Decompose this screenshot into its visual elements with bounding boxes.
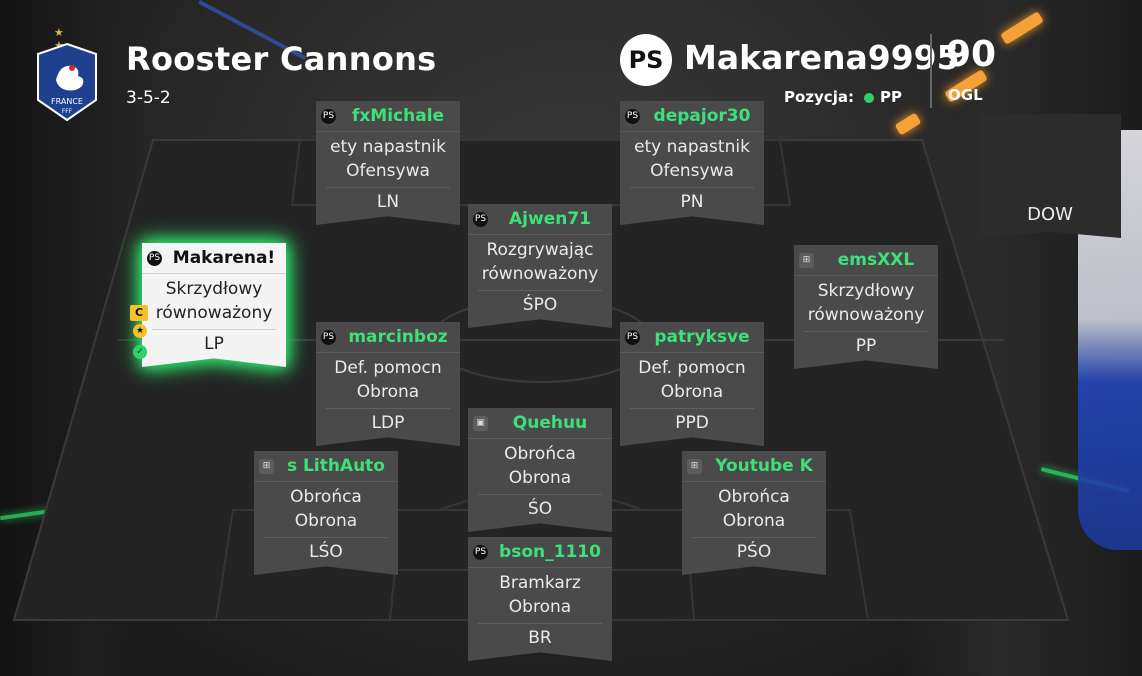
card-role: Rozgrywając xyxy=(486,240,594,260)
card-role: Obrońca xyxy=(504,444,576,464)
playstation-icon: PS xyxy=(625,330,640,345)
card-position: PN xyxy=(680,192,704,212)
player-card-so[interactable]: ▣ Quehuu Obrońca Obrona ŚO xyxy=(468,408,612,532)
team-name: Rooster Cannons xyxy=(126,40,437,78)
card-role: Bramkarz xyxy=(499,573,581,593)
card-style: Obrona xyxy=(508,597,572,617)
team-formation[interactable]: 3-5-2 xyxy=(126,88,171,108)
card-style: równoważony xyxy=(807,305,925,325)
pc-icon: ▣ xyxy=(473,416,488,431)
selected-card-glow: PS Makarena! Skrzydłowy równoważony LP xyxy=(142,243,286,367)
playstation-icon: PS xyxy=(147,251,162,266)
card-name: Youtube K xyxy=(715,456,813,476)
card-position: PŚO xyxy=(736,542,772,562)
france-crest-icon: FRANCE FFF xyxy=(37,42,97,122)
position-label: Pozycja: xyxy=(784,88,854,106)
card-role: Def. pomocn xyxy=(334,358,442,378)
player-card-lp[interactable]: PS Makarena! Skrzydłowy równoważony LP xyxy=(142,243,286,367)
player-header: PS Makarena9995 Pozycja: PP 90 OGL xyxy=(620,30,1020,110)
card-position: LDP xyxy=(371,413,405,433)
card-role: ety napastnik xyxy=(330,137,446,157)
card-style: Ofensywa xyxy=(346,161,430,181)
playstation-icon: PS xyxy=(620,34,672,86)
card-name: patryksve xyxy=(654,327,750,347)
card-style: Obrona xyxy=(660,382,724,402)
captain-badge: C xyxy=(130,305,148,321)
svg-text:FFF: FFF xyxy=(62,108,73,115)
controller-icon: ⊞ xyxy=(259,459,274,474)
card-style: Obrona xyxy=(508,468,572,488)
card-style: Obrona xyxy=(294,511,358,531)
player-card-spo[interactable]: PS Ajwen71 Rozgrywając równoważony ŚPO xyxy=(468,204,612,328)
card-name: Ajwen71 xyxy=(509,209,591,229)
card-name: Makarena! xyxy=(172,248,276,268)
player-card-ldp[interactable]: PS marcinboz Def. pomocn Obrona LDP xyxy=(316,322,460,446)
card-role: Skrzydłowy xyxy=(165,279,263,299)
card-position: ŚPO xyxy=(522,295,558,315)
bench-card-dow[interactable]: DOW xyxy=(979,114,1121,238)
player-name: Makarena9995 xyxy=(684,38,960,77)
player-card-pn[interactable]: PS depajor30 ety napastnik Ofensywa PN xyxy=(620,101,764,225)
card-position: LN xyxy=(376,192,400,212)
card-name: fxMichale xyxy=(351,106,445,126)
card-style: Ofensywa xyxy=(650,161,734,181)
card-role: Obrońca xyxy=(718,487,790,507)
player-card-pso[interactable]: ⊞ Youtube K Obrońca Obrona PŚO xyxy=(682,451,826,575)
player-card-ln[interactable]: PS fxMichale ety napastnik Ofensywa LN xyxy=(316,101,460,225)
card-role: Skrzydłowy xyxy=(817,281,915,301)
overall-label: OGL xyxy=(948,86,983,104)
card-role: Obrońca xyxy=(290,487,362,507)
playstation-icon: PS xyxy=(473,545,488,560)
player-card-pp[interactable]: ⊞ emsXXL Skrzydłowy równoważony PP xyxy=(794,245,938,369)
check-icon: ✓ xyxy=(133,345,147,359)
player-card-br[interactable]: PS bson_1110 Bramkarz Obrona BR xyxy=(468,537,612,661)
card-name: Quehuu xyxy=(512,413,588,433)
team-stars: ★ ★ xyxy=(54,26,67,52)
playstation-icon: PS xyxy=(473,212,488,227)
playstation-icon: PS xyxy=(321,330,336,345)
card-name: depajor30 xyxy=(653,106,751,126)
position-row: Pozycja: PP xyxy=(784,88,902,106)
position-value: PP xyxy=(879,88,902,106)
card-style: równoważony xyxy=(481,264,599,284)
card-style: równoważony xyxy=(155,303,273,323)
playstation-icon: PS xyxy=(625,109,640,124)
card-name: emsXXL xyxy=(837,250,915,270)
card-style: Obrona xyxy=(722,511,786,531)
card-name: s LithAuto xyxy=(287,456,385,476)
card-position: PP xyxy=(855,336,877,356)
card-role: ety napastnik xyxy=(634,137,750,157)
card-position: LŚO xyxy=(309,542,343,562)
card-position: LP xyxy=(204,334,224,354)
playstation-icon: PS xyxy=(321,109,336,124)
card-style: Obrona xyxy=(356,382,420,402)
card-position: ŚO xyxy=(527,499,553,519)
bench-position: DOW xyxy=(1027,204,1073,225)
card-position: PPD xyxy=(675,413,709,433)
card-name: marcinboz xyxy=(348,327,448,347)
star-icon: ★ xyxy=(133,324,147,338)
header-divider xyxy=(930,34,932,108)
card-role: Def. pomocn xyxy=(638,358,746,378)
position-dot-icon xyxy=(863,92,874,103)
player-card-lso[interactable]: ⊞ s LithAuto Obrońca Obrona LŚO xyxy=(254,451,398,575)
overall-rating: 90 xyxy=(946,34,997,75)
card-name: bson_1110 xyxy=(499,542,601,562)
player-card-ppd[interactable]: PS patryksve Def. pomocn Obrona PPD xyxy=(620,322,764,446)
controller-icon: ⊞ xyxy=(799,253,814,268)
svg-text:FRANCE: FRANCE xyxy=(51,97,83,106)
card-position: BR xyxy=(528,628,552,648)
controller-icon: ⊞ xyxy=(687,459,702,474)
